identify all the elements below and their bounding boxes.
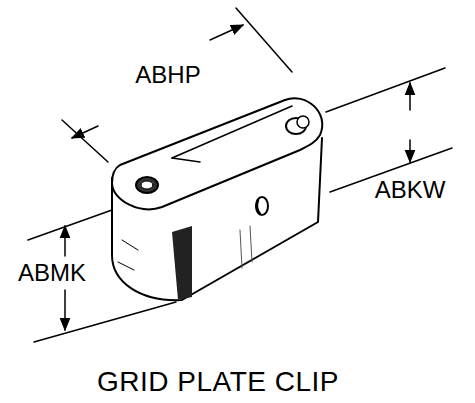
illustration-stroke: [64, 226, 66, 256]
illustration-stroke: [64, 290, 66, 330]
illustration-stroke: [28, 210, 112, 240]
illustration-stroke: [236, 8, 292, 72]
illustration-stroke: [409, 140, 411, 162]
illustration-stroke: [136, 177, 158, 193]
dimension-label: ABKW: [373, 177, 448, 203]
illustration-stroke: [62, 120, 108, 162]
illustration-stroke: [297, 116, 309, 128]
illustration-stroke: [409, 83, 411, 110]
illustration-stroke: [210, 25, 243, 40]
illustration-stroke: [172, 226, 192, 300]
figure-caption: GRID PLATE CLIP: [95, 367, 341, 397]
illustration-stroke: [256, 197, 268, 215]
illustration-stroke: [172, 106, 292, 158]
illustration-stroke: [72, 126, 98, 138]
illustration-stroke: [118, 240, 138, 270]
dimension-label: ABHP: [133, 62, 202, 88]
illustration-stroke: [34, 302, 176, 342]
dimension-label: ABMK: [16, 260, 88, 286]
illustration-stroke: [112, 98, 322, 209]
illustration-stroke: [240, 226, 252, 268]
illustration-stroke: [141, 181, 153, 189]
illustration-stroke: [257, 200, 260, 214]
illustration-stroke: [326, 68, 445, 112]
illustration-stroke: [172, 158, 200, 162]
